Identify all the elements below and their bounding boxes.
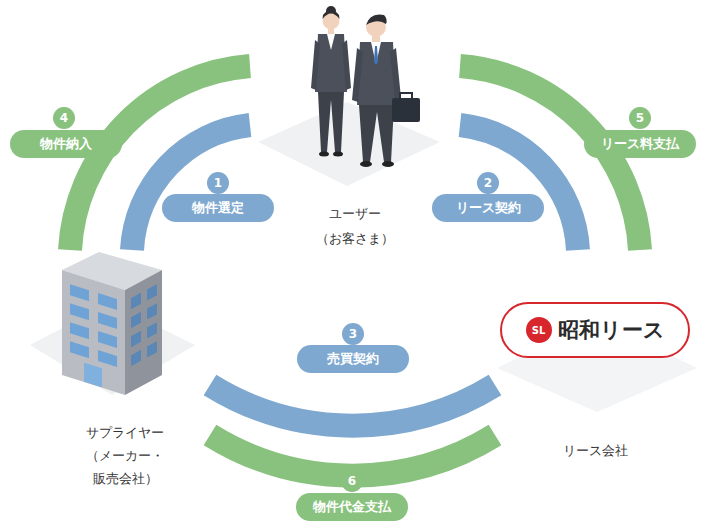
businessman-figure (352, 14, 420, 167)
businesswoman-figure (311, 6, 351, 157)
flow-label-pill: 物件選定 (162, 194, 274, 222)
flow-label-pill: 物件代金支払 (296, 493, 408, 521)
node-label: ユーザー （お客さま） (316, 201, 394, 251)
callout-number: 3 (342, 323, 364, 345)
user-group: ユーザー （お客さま） (250, 0, 460, 255)
lease-company-group: リース会社 SL昭和リース (495, 250, 695, 470)
flow-label-pill: 売買契約 (297, 345, 409, 373)
flow-arc (70, 66, 250, 250)
callout-number: 4 (53, 107, 75, 129)
callout-number: 1 (207, 172, 229, 194)
supplier-group: サプライヤー （メーカー・販売会社） (40, 250, 210, 492)
flow-arc (460, 125, 578, 250)
flow-label-pill: リース料支払 (584, 130, 696, 158)
flow-label-pill: 物件納入 (10, 130, 122, 158)
company-logo: SL昭和リース (500, 302, 690, 358)
flow-arc (210, 385, 495, 426)
callout-number: 5 (629, 107, 651, 129)
flow-arc (132, 125, 250, 250)
flow-arc (460, 66, 640, 250)
logo-mark: SL (526, 317, 552, 343)
flow-label-pill: リース契約 (432, 194, 544, 222)
node-label: サプライヤー （メーカー・販売会社） (86, 421, 164, 490)
node-label: リース会社 (563, 439, 628, 462)
callout-number: 2 (477, 172, 499, 194)
office-building (62, 252, 162, 395)
logo-name: 昭和リース (558, 316, 665, 344)
callout-number: 6 (341, 470, 363, 492)
